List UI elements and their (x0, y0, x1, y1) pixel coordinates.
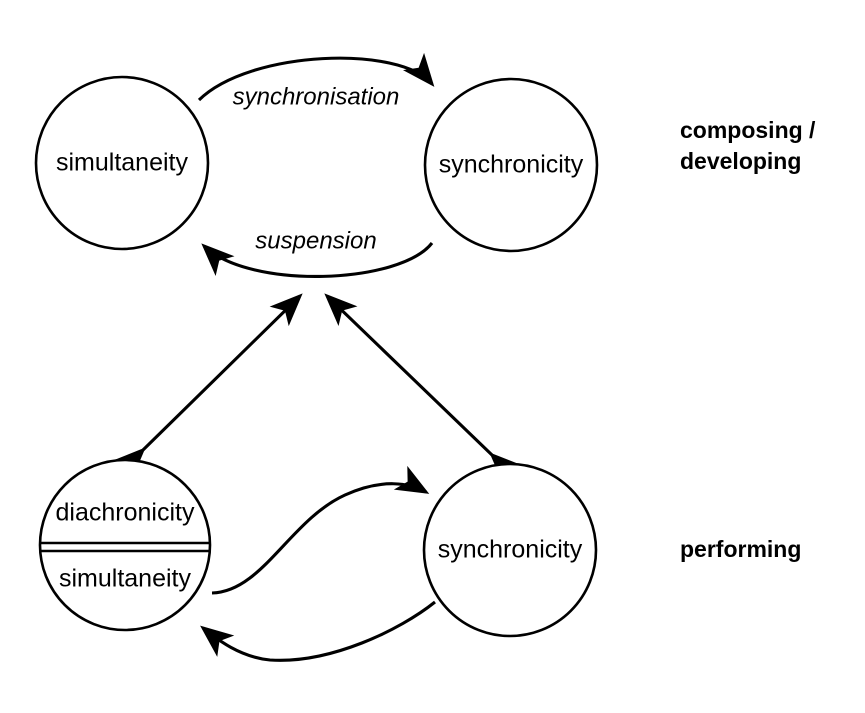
node-circle-synchronicity-bottom[interactable] (422, 462, 598, 638)
edge-label-suspension: suspension (255, 227, 376, 254)
node-label-simultaneity-top: simultaneity (56, 149, 188, 177)
node-label-synchronicity-top: synchronicity (439, 151, 584, 179)
group-label-composing-line2: developing (680, 148, 801, 174)
node-circle-simultaneity-top[interactable] (34, 75, 210, 251)
node-diachronicity-simultaneity-split[interactable]: diachronicity simultaneity (38, 458, 212, 632)
edge-label-synchronisation: synchronisation (233, 83, 400, 110)
group-label-performing: performing (680, 536, 801, 562)
node-label-diachronicity: diachronicity (56, 499, 195, 527)
node-synchronicity-bottom[interactable]: synchronicity (422, 462, 598, 638)
node-label-simultaneity-bottom: simultaneity (59, 565, 191, 593)
edge-suspension-arrow (201, 242, 434, 279)
edge-right-bidirectional-arrow (324, 293, 523, 486)
node-circle-synchronicity-top[interactable] (423, 77, 599, 253)
node-simultaneity-top[interactable]: simultaneity (34, 75, 210, 251)
edge-synchronisation-arrow (197, 52, 435, 102)
edge-bottom-forward-arrow (211, 465, 430, 595)
group-label-composing-line1: composing / (680, 117, 816, 143)
edge-bottom-return-arrow (200, 600, 436, 662)
group-label-performing-line1: performing (680, 536, 801, 562)
node-label-synchronicity-bottom: synchronicity (438, 536, 583, 564)
edge-left-bidirectional-arrow (112, 293, 303, 481)
group-label-composing-developing: composing / developing (680, 117, 816, 174)
node-circle-split[interactable] (38, 458, 212, 632)
node-synchronicity-top[interactable]: synchronicity (423, 77, 599, 253)
